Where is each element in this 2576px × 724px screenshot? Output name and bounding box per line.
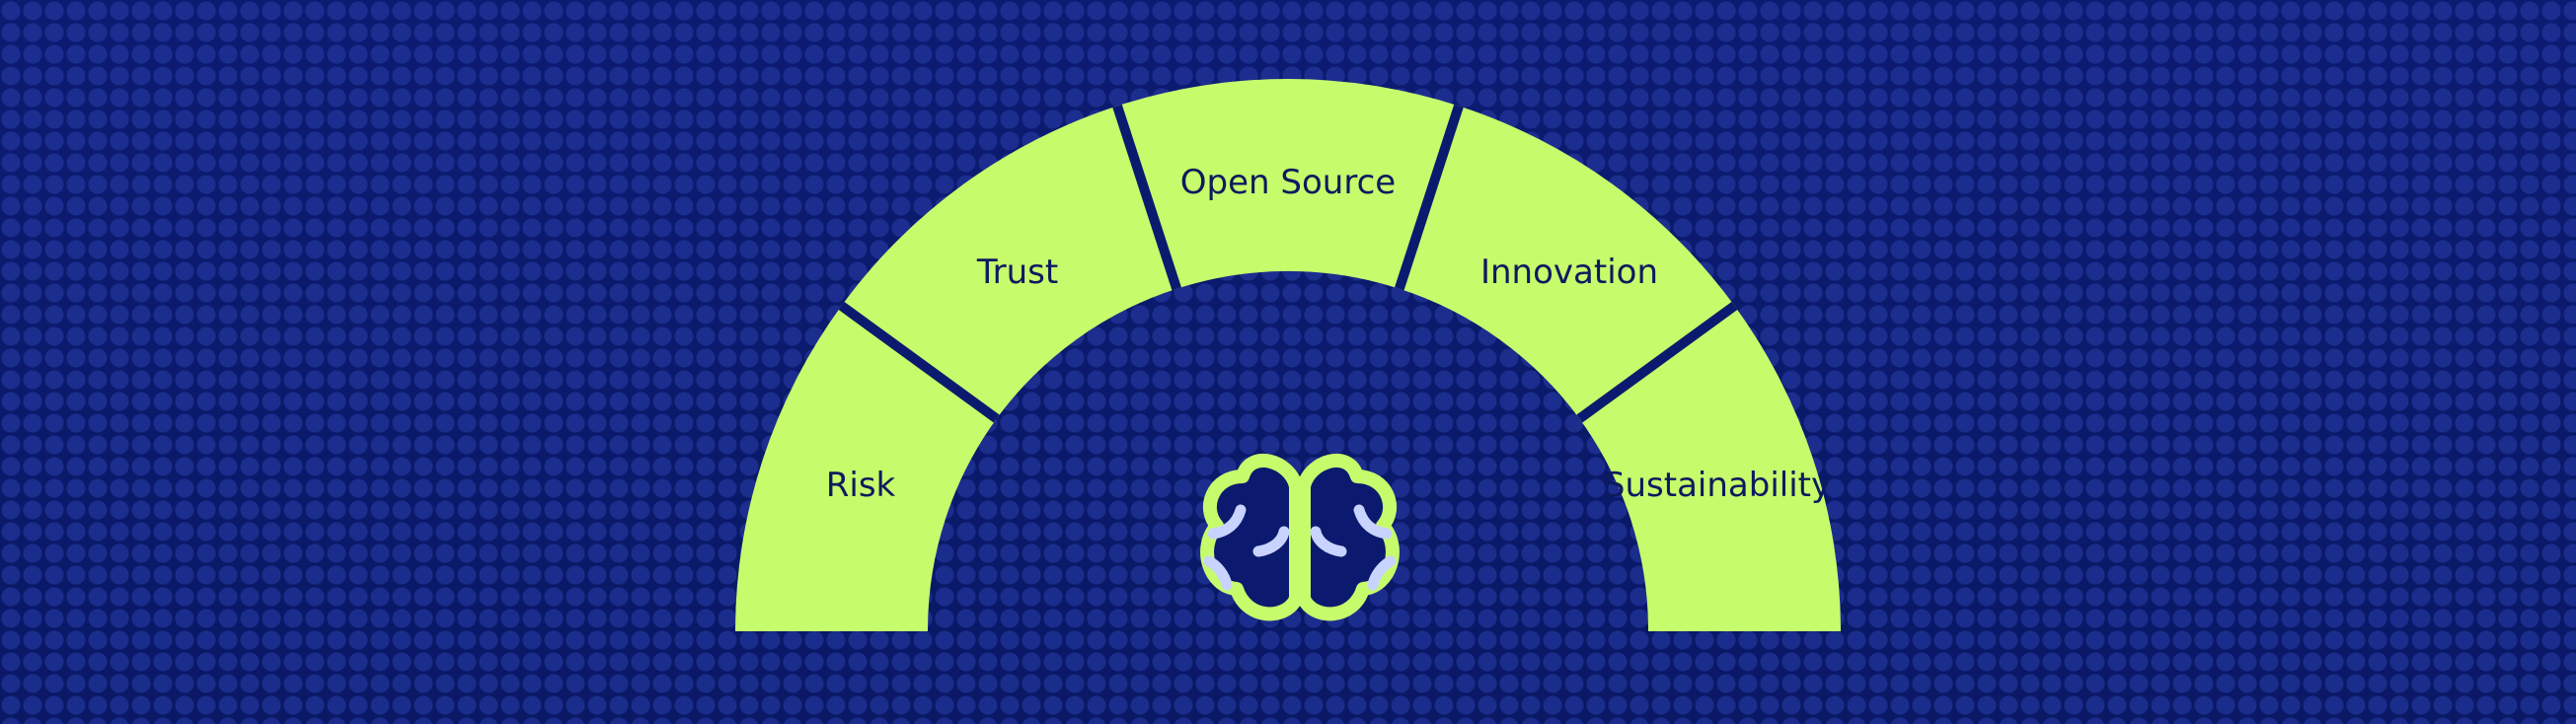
segment-innovation (1399, 106, 1735, 419)
divider-line (1112, 104, 1181, 291)
brain-fold (1310, 526, 1347, 557)
segment-sustainability (1579, 306, 1841, 631)
segment-labels: Risk Trust Open Source Innovation Sustai… (826, 163, 1831, 505)
divider-line (1395, 104, 1464, 291)
segment-label-trust: Trust (976, 253, 1058, 292)
segment-dividers (838, 104, 1738, 423)
divider-line (838, 301, 1000, 423)
segment-label-risk: Risk (826, 466, 896, 505)
segment-risk (735, 306, 997, 631)
brain-left-hemisphere (1200, 453, 1303, 621)
segment-label-sustainability: Sustainability (1604, 466, 1831, 505)
brain-icon (1200, 453, 1400, 621)
segment-open-source (1117, 79, 1459, 289)
brain-fold (1252, 526, 1290, 557)
brain-right-hemisphere (1297, 453, 1400, 621)
segment-label-open-source: Open Source (1180, 163, 1396, 202)
brain-fold (1207, 504, 1247, 540)
divider-line (1576, 301, 1738, 423)
brain-fold (1203, 555, 1233, 591)
segment-label-innovation: Innovation (1480, 253, 1658, 292)
segment-trust (841, 106, 1177, 419)
gauge-segments (735, 79, 1841, 631)
brain-fold (1367, 555, 1397, 591)
brain-fold (1353, 504, 1393, 540)
